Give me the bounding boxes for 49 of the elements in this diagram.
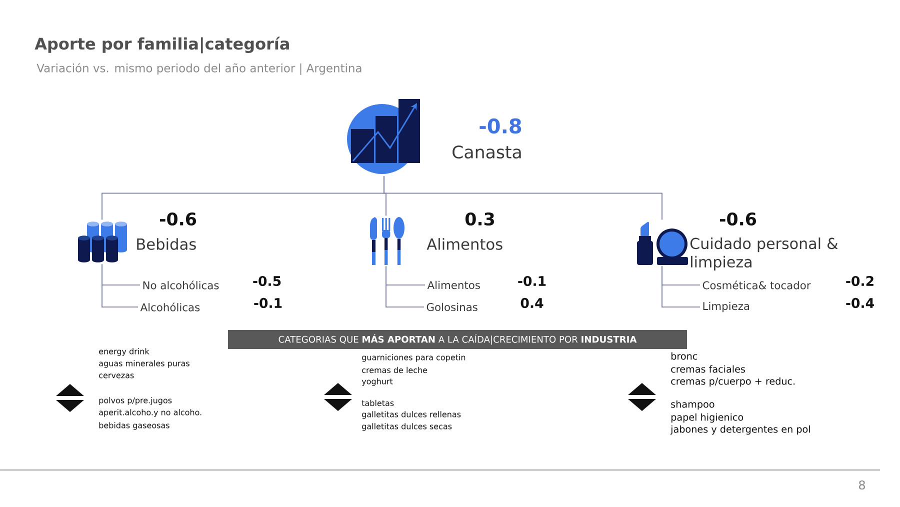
connector-line (385, 266, 424, 308)
subcategory-label: Golosinas (426, 302, 478, 312)
list-item: papel higienico (671, 413, 744, 423)
subcategory-label: No alcohólicas (143, 280, 219, 290)
bar-chart-icon (347, 99, 420, 174)
list-item: cervezas (99, 374, 134, 378)
value-label: -0.8 (480, 118, 522, 134)
subcategory-label: Alimentos (427, 280, 480, 290)
banner: CATEGORIAS QUE MÁS APORTAN A LA CAÍDA|CRECIMIENTO POR INDUSTRIA (228, 330, 687, 349)
cosmetics-icon (637, 222, 688, 265)
list-item: energy drink (99, 348, 150, 356)
list-item: polvos p/pre.jugos (99, 397, 172, 405)
list-item: aguas minerales puras (99, 360, 190, 368)
subcategory-label: Alcohólicas (140, 302, 200, 312)
category-name: Alimentos (426, 238, 502, 250)
list-item: bronc (671, 352, 698, 360)
connector-line (383, 176, 663, 220)
list-item: cremas faciales (671, 365, 745, 373)
list-item: tabletas (362, 400, 394, 406)
value-label: -0.6 (720, 212, 756, 226)
value-label: -0.1 (518, 276, 546, 286)
value-label: -0.5 (253, 276, 281, 286)
value-label: 0.3 (466, 212, 494, 226)
connector-line (101, 264, 138, 308)
list-item: cremas de leche (362, 366, 428, 374)
cans-icon (78, 222, 127, 262)
connector-line (661, 266, 700, 308)
subcategory-label: Cosmética& tocador (702, 280, 811, 290)
value-label: 0.4 (520, 298, 544, 308)
page-number: 8 (859, 480, 865, 490)
list-item: bebidas gaseosas (99, 422, 170, 430)
value-label: -0.6 (160, 212, 196, 226)
category-name: Cuidado personal & limpieza (690, 238, 838, 270)
category-name: Canasta (452, 145, 521, 159)
value-label: -0.2 (846, 276, 874, 286)
cutlery-icon (370, 217, 404, 265)
list-item: aperit.alcoho.y no alcoho. (99, 409, 202, 417)
subtitle: Variación vs. mismo periodo del año anterior | Argentina (36, 63, 362, 75)
list-item: jabones y detergentes en pol (670, 425, 810, 435)
category-name: Bebidas (137, 238, 196, 250)
list-item: yoghurt (362, 378, 393, 386)
list-item: galletitas dulces secas (362, 423, 452, 431)
list-item: shampoo (671, 400, 714, 410)
subcategory-label: Limpieza (703, 302, 750, 312)
list-item: galletitas dulces rellenas (362, 411, 461, 419)
value-label: -0.4 (846, 298, 874, 308)
value-label: -0.1 (254, 298, 282, 308)
title: Aporte por familia|categoría (34, 36, 289, 54)
list-item: cremas p/cuerpo + reduc. (671, 377, 795, 387)
